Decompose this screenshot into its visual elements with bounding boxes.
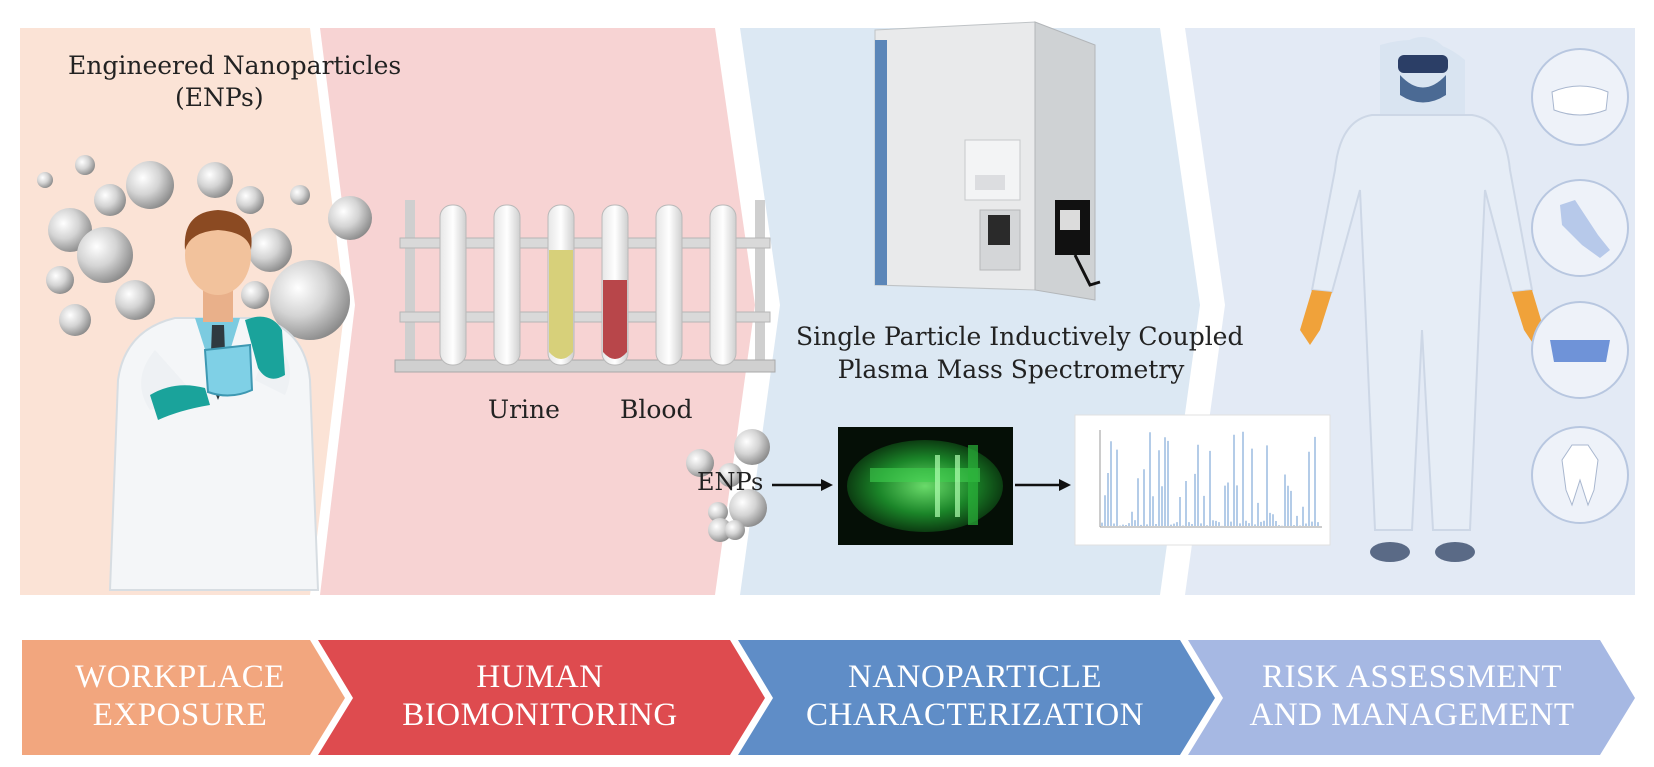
- scientist-icon: [108, 210, 320, 591]
- banner-human-biomonitoring: [318, 640, 765, 755]
- urine-label: Urine: [488, 395, 560, 424]
- blood-label: Blood: [620, 395, 693, 424]
- tube-empty-3: [655, 204, 683, 366]
- banner-characterization-line1: NANOPARTICLE: [848, 659, 1102, 695]
- banner-nanoparticle-characterization: [738, 640, 1215, 755]
- icp-ms-title-line1: Single Particle Inductively Coupled: [796, 322, 1244, 351]
- banner-biomonitoring-line1: HUMAN: [476, 659, 604, 695]
- goggles-icon: [1531, 301, 1629, 399]
- enp-title-line1: Engineered Nanoparticles: [68, 51, 402, 80]
- enp-title: Engineered Nanoparticles (ENPs): [68, 50, 401, 114]
- icp-ms-title: Single Particle Inductively Coupled Plas…: [796, 320, 1244, 386]
- test-tube-rack: [394, 200, 776, 373]
- enp-spheres: [686, 429, 770, 542]
- enps-label: ENPs: [697, 468, 764, 496]
- plasma-torch-image: [838, 427, 1013, 545]
- signal-trace-plot: [1074, 414, 1331, 546]
- tube-empty-2: [493, 204, 521, 366]
- banner-risk-assessment: [1188, 640, 1635, 755]
- coverall-icon: [1531, 426, 1629, 524]
- test-tubes: [439, 204, 737, 366]
- banner-text-risk: RISK ASSESSMENT AND MANAGEMENT: [1222, 658, 1602, 734]
- enp-title-line2: (ENPs): [175, 83, 264, 112]
- tube-empty-4: [709, 204, 737, 366]
- icp-ms-title-line2: Plasma Mass Spectrometry: [837, 355, 1185, 384]
- banner-workplace-exposure: [22, 640, 345, 755]
- nanoparticle-cluster: [37, 155, 372, 340]
- banner-text-workplace: WORKPLACE EXPOSURE: [40, 658, 320, 734]
- mask-icon: [1531, 48, 1629, 146]
- banner-workplace-line2: EXPOSURE: [92, 697, 268, 733]
- banner-risk-line2: AND MANAGEMENT: [1249, 697, 1575, 733]
- icp-ms-instrument-icon: [874, 21, 1101, 301]
- banner-characterization-line2: CHARACTERIZATION: [806, 697, 1144, 733]
- arrow-to-signal: [1015, 479, 1071, 491]
- protective-suit-person-icon: [1300, 37, 1544, 562]
- banner-workplace-line1: WORKPLACE: [75, 659, 285, 695]
- tube-blood: [601, 204, 629, 366]
- tube-urine: [547, 204, 575, 366]
- glove-icon: [1531, 179, 1629, 277]
- banner-risk-line1: RISK ASSESSMENT: [1261, 659, 1562, 695]
- banner-text-biomonitoring: HUMAN BIOMONITORING: [360, 658, 720, 734]
- ppe-icons: [1531, 48, 1629, 524]
- banner-text-characterization: NANOPARTICLE CHARACTERIZATION: [775, 658, 1175, 734]
- tube-empty-1: [439, 204, 467, 366]
- banner-biomonitoring-line2: BIOMONITORING: [402, 697, 678, 733]
- arrow-to-plasma: [772, 479, 833, 491]
